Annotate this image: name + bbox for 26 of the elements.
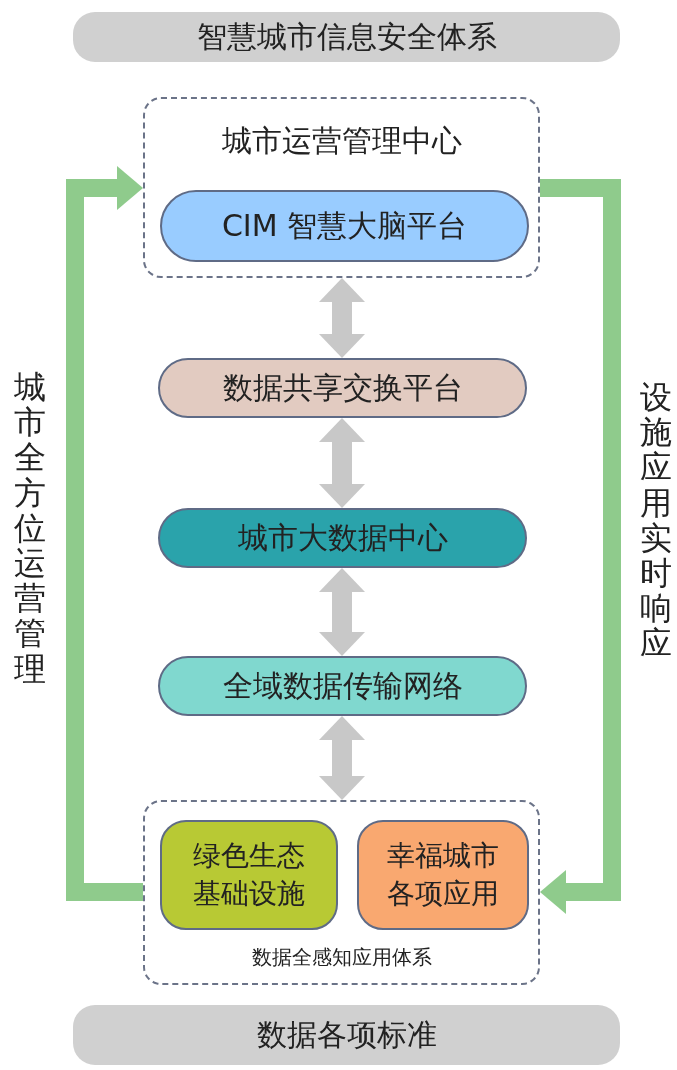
node-label: CIM 智慧大脑平台 — [221, 206, 468, 245]
edge-label: 设施应用实时响应 — [640, 380, 672, 662]
application-box — [357, 820, 529, 930]
arrow — [540, 179, 621, 914]
node-label: 幸福城市各项应用 — [386, 838, 500, 912]
edge-label: 城市全方位运营管理 — [14, 370, 46, 687]
network-box — [158, 656, 527, 716]
standards-bar — [73, 1005, 620, 1065]
platform-box — [158, 358, 527, 418]
node-label: 城市运营管理中心 — [221, 122, 462, 160]
node-label: 数据共享交换平台 — [222, 368, 463, 407]
title-bar — [73, 12, 620, 62]
arrow — [319, 418, 365, 508]
data-center-box — [158, 508, 527, 568]
arrow — [319, 716, 365, 800]
node-label: 绿色生态基础设施 — [192, 838, 306, 912]
arrow — [319, 278, 365, 358]
arrow — [319, 568, 365, 656]
node-label: 数据各项标准 — [256, 1015, 437, 1054]
dashed-group-box — [143, 800, 540, 985]
node-label: 数据全感知应用体系 — [251, 944, 432, 971]
dashed-group-box — [143, 97, 540, 278]
infrastructure-box — [160, 820, 338, 930]
node-label: 城市大数据中心 — [237, 518, 448, 557]
node-label: 全域数据传输网络 — [222, 666, 463, 705]
node-label: 智慧城市信息安全体系 — [196, 17, 497, 56]
